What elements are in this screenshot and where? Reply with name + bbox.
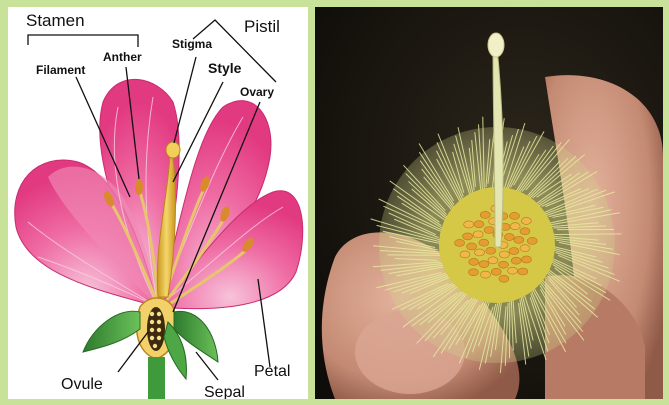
- anther: [520, 245, 530, 252]
- label-petal: Petal: [254, 363, 290, 380]
- anther: [479, 261, 489, 268]
- label-sepal: Sepal: [204, 384, 245, 399]
- stigma-tip: [488, 33, 504, 57]
- label-anther: Anther: [103, 50, 142, 64]
- anther: [467, 243, 477, 250]
- stamen-bracket: [28, 35, 138, 47]
- anther: [508, 267, 518, 274]
- anther: [520, 228, 530, 235]
- flower-diagram-panel: Stamen Pistil Stigma Style Anther Filame…: [8, 7, 308, 399]
- label-ovary: Ovary: [240, 85, 274, 99]
- bristle: [387, 255, 448, 256]
- anther: [481, 271, 491, 278]
- anther: [469, 258, 479, 265]
- anther: [135, 179, 143, 195]
- anther: [509, 212, 519, 219]
- anther: [511, 257, 521, 264]
- label-stigma: Stigma: [172, 37, 212, 51]
- flower-diagram: Stamen Pistil Stigma Style Anther Filame…: [8, 7, 308, 399]
- flower-photo: [315, 7, 663, 399]
- anther: [480, 211, 490, 218]
- anther: [468, 269, 478, 276]
- anther: [464, 221, 474, 228]
- flower-photo-panel: [315, 7, 663, 399]
- anther: [509, 248, 519, 255]
- anther: [499, 251, 509, 258]
- anther: [518, 268, 528, 275]
- anther: [475, 249, 485, 256]
- anther: [499, 275, 509, 282]
- anther: [527, 237, 537, 244]
- label-pistil: Pistil: [244, 17, 280, 36]
- anther: [460, 251, 470, 258]
- anther: [479, 239, 489, 246]
- anther: [521, 217, 531, 224]
- anther: [498, 261, 508, 268]
- anther: [484, 226, 494, 233]
- anther: [473, 231, 483, 238]
- anther: [491, 268, 501, 275]
- anther: [510, 223, 520, 230]
- label-ovule: Ovule: [61, 376, 103, 393]
- sepal: [83, 311, 140, 352]
- anther: [486, 247, 496, 254]
- label-style: Style: [208, 60, 242, 76]
- anther: [522, 256, 532, 263]
- anther: [455, 239, 465, 246]
- anther: [488, 257, 498, 264]
- stigma: [166, 142, 180, 158]
- label-filament: Filament: [36, 63, 85, 77]
- anther: [463, 233, 473, 240]
- stalk: [148, 357, 165, 399]
- anther: [514, 236, 524, 243]
- anther: [474, 221, 484, 228]
- label-stamen: Stamen: [26, 11, 85, 30]
- anther: [504, 234, 514, 241]
